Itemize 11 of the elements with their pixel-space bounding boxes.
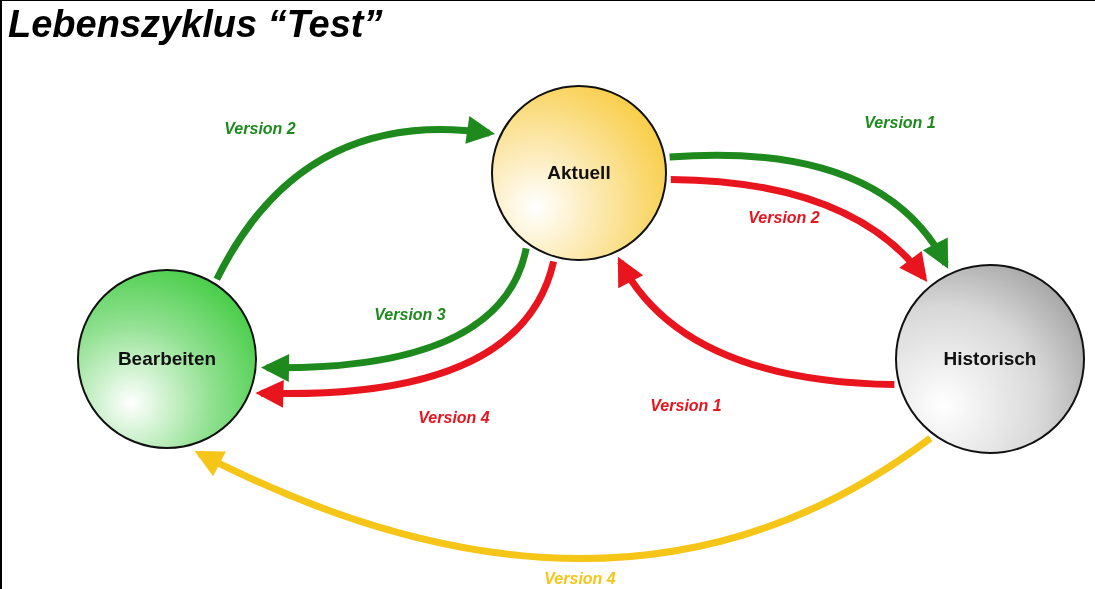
state-label: Aktuell bbox=[547, 162, 611, 184]
diagram-title: Lebenszyklus “Test” bbox=[8, 3, 383, 46]
curved-arrow bbox=[213, 116, 496, 281]
curved-arrow bbox=[670, 175, 928, 282]
curved-arrow bbox=[255, 260, 557, 408]
curved-arrow bbox=[261, 247, 530, 382]
curved-arrow bbox=[194, 435, 933, 562]
state-label: Bearbeiten bbox=[117, 348, 217, 370]
curved-arrow bbox=[669, 151, 949, 269]
state-label: Historisch bbox=[943, 348, 1037, 370]
curved-arrow bbox=[617, 257, 895, 389]
